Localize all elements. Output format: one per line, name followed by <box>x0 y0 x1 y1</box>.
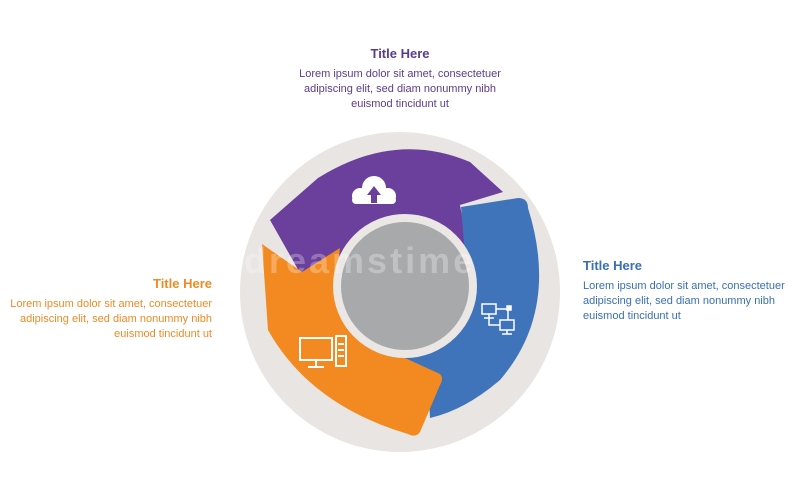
cloud-upload-icon <box>352 176 396 204</box>
segment-top <box>270 149 503 273</box>
top-text-block: Title Here Lorem ipsum dolor sit amet, c… <box>290 46 510 112</box>
left-title: Title Here <box>152 276 212 291</box>
segment-left <box>262 244 442 436</box>
top-description: Lorem ipsum dolor sit amet, consectetuer… <box>299 68 501 110</box>
left-text-block: Title Here Lorem ipsum dolor sit amet, c… <box>10 276 212 342</box>
desktop-computer-icon <box>299 335 347 368</box>
network-computers-icon <box>481 303 515 335</box>
right-description: Lorem ipsum dolor sit amet, consectetuer… <box>583 280 785 322</box>
left-description: Lorem ipsum dolor sit amet, consectetuer… <box>10 298 212 340</box>
center-circle <box>333 214 477 358</box>
watermark: dreamstime <box>244 240 477 281</box>
right-text-block: Title Here Lorem ipsum dolor sit amet, c… <box>583 258 793 324</box>
right-title: Title Here <box>583 258 643 273</box>
top-title: Title Here <box>370 46 430 61</box>
